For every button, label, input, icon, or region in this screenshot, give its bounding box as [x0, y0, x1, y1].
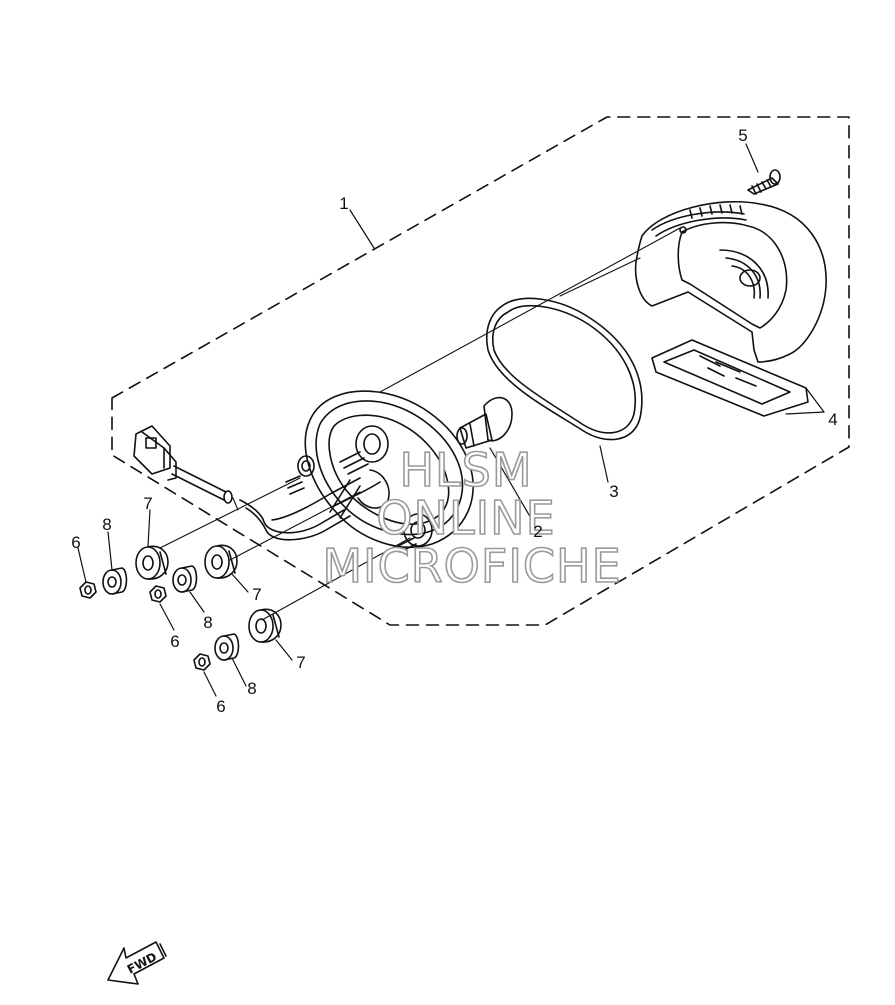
- tail-light-housing-part-1: [285, 390, 474, 553]
- collar-part-8-a: [102, 567, 128, 595]
- collar-part-8-b: [172, 565, 198, 593]
- callout-6-c: 6: [216, 697, 225, 716]
- watermark: HLSM ONLINE MICROFICHE: [322, 442, 622, 594]
- callout-7-c: 7: [296, 653, 305, 672]
- nut-part-6-b: [149, 585, 167, 603]
- callout-8-c: 8: [247, 679, 256, 698]
- callout-7-b: 7: [252, 585, 261, 604]
- callout-5: 5: [738, 126, 747, 145]
- bulb-part-2: [456, 396, 513, 449]
- wiring-harness: [133, 425, 361, 541]
- callout-1: 1: [339, 194, 348, 213]
- callout-8-a: 8: [102, 515, 111, 534]
- leader-lines: [77, 143, 825, 697]
- callout-8-b: 8: [203, 613, 212, 632]
- collar-part-8-c: [214, 633, 240, 661]
- gasket-part-3: [486, 297, 643, 441]
- nut-part-6-a: [79, 581, 97, 599]
- callout-4: 4: [828, 410, 837, 429]
- nut-part-6-c: [193, 653, 211, 671]
- grommet-part-7-a: [135, 545, 169, 580]
- grommet-part-7-b: [204, 544, 238, 579]
- callout-6-b: 6: [170, 632, 179, 651]
- screw-part-5: [747, 169, 781, 195]
- callout-3: 3: [609, 482, 618, 501]
- callout-7-a: 7: [143, 494, 152, 513]
- assembly-boundary: [111, 116, 850, 626]
- watermark-line-1: HLSM: [399, 443, 532, 497]
- callout-6-a: 6: [71, 533, 80, 552]
- callout-2: 2: [533, 522, 542, 541]
- callout-labels: 1 2 3 4 5 6 6 6 7 7 7 8 8 8: [71, 126, 837, 716]
- watermark-line-3: MICROFICHE: [322, 539, 621, 593]
- grommet-part-7-c: [248, 608, 282, 643]
- fwd-direction-arrow: [107, 941, 167, 985]
- watermark-line-2: ONLINE: [376, 491, 555, 545]
- lens-part-4: [634, 200, 827, 417]
